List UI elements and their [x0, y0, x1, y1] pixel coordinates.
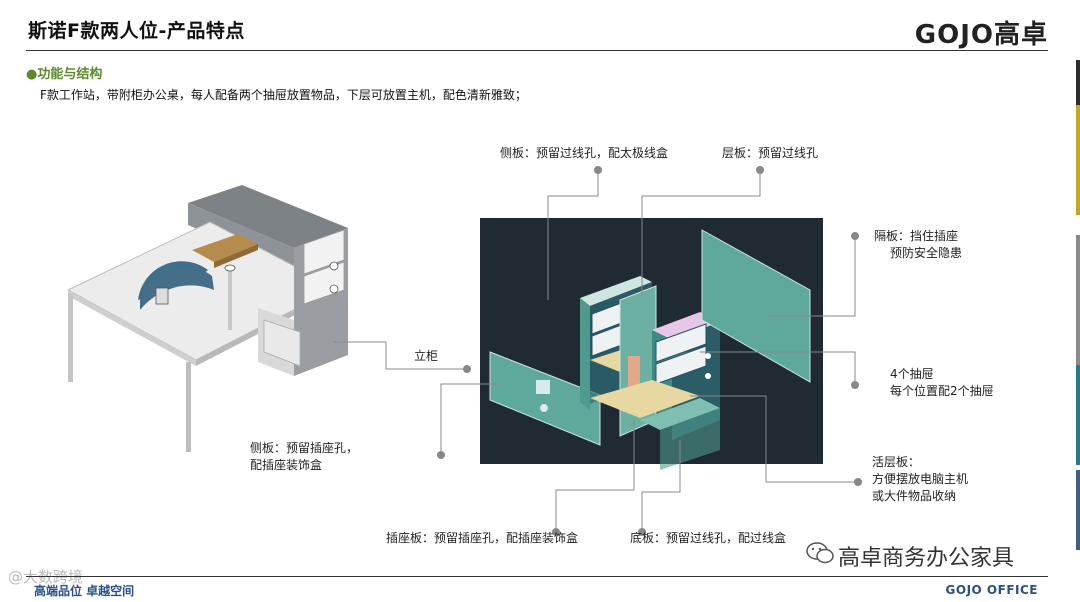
- footer-divider: [26, 576, 1048, 577]
- callout-bottom-panel: 底板：预留过线孔，配过线盒: [630, 531, 787, 545]
- callout-divider: 隔板：挡住插座 预防安全隐患: [874, 228, 962, 262]
- desk-illustration: [66, 185, 348, 452]
- edge-bar-gray: [1076, 235, 1080, 365]
- footer-brand: GOJO OFFICE: [945, 583, 1038, 597]
- section-heading-text: 功能与结构: [37, 67, 103, 82]
- edge-bar-gold: [1076, 105, 1080, 215]
- callout-movable-shelf-line3: 或大件物品收纳: [872, 489, 957, 503]
- watermark-left: @大数跨境: [8, 568, 84, 586]
- bullet-icon: ●: [26, 67, 38, 82]
- section-heading: ●功能与结构: [26, 63, 102, 82]
- callout-side-panel-left-line2: 配插座装饰盒: [250, 458, 323, 472]
- exploded-parts: [489, 229, 811, 470]
- callout-drawers: 4个抽屉 每个位置配2个抽屉: [890, 366, 994, 400]
- header-divider: [26, 50, 1048, 51]
- callout-drawers-line2: 每个位置配2个抽屉: [890, 384, 994, 398]
- callout-movable-shelf-line1: 活层板：: [872, 455, 921, 469]
- callout-cabinet: 立柜: [414, 349, 439, 363]
- callout-side-panel-top: 侧板：预留过线孔，配太极线盒: [500, 146, 669, 160]
- footer-slogan: 高端品位 卓越空间: [34, 584, 135, 598]
- callout-drawers-line1: 4个抽屉: [890, 367, 934, 381]
- callout-movable-shelf-line2: 方便摆放电脑主机: [872, 472, 969, 486]
- section-description: F款工作站，带附柜办公桌，每人配备两个抽屉放置物品，下层可放置主机，配色清新雅致…: [40, 88, 527, 102]
- edge-bar-dark: [1076, 60, 1080, 105]
- callout-movable-shelf: 活层板： 方便摆放电脑主机 或大件物品收纳: [872, 454, 968, 505]
- callout-side-panel-left-line1: 侧板：预留插座孔，: [250, 441, 359, 455]
- callout-socket-panel: 插座板：预留插座孔，配插座装饰盒: [386, 531, 579, 545]
- callout-divider-line2: 预防安全隐患: [890, 246, 963, 260]
- watermark-right: 高卓商务办公家具: [838, 546, 1015, 571]
- brand-logo: GOJO高卓: [914, 20, 1048, 50]
- page-title: 斯诺F款两人位-产品特点: [28, 20, 245, 42]
- leader-lines: [334, 166, 862, 536]
- wechat-icon: [806, 542, 834, 564]
- callout-divider-line1: 隔板：挡住插座: [874, 229, 959, 243]
- edge-bar-blue: [1076, 470, 1080, 550]
- callout-shelf-panel: 层板：预留过线孔: [722, 146, 819, 160]
- callout-side-panel-left: 侧板：预留插座孔， 配插座装饰盒: [250, 440, 358, 474]
- edge-bar-teal: [1076, 365, 1080, 465]
